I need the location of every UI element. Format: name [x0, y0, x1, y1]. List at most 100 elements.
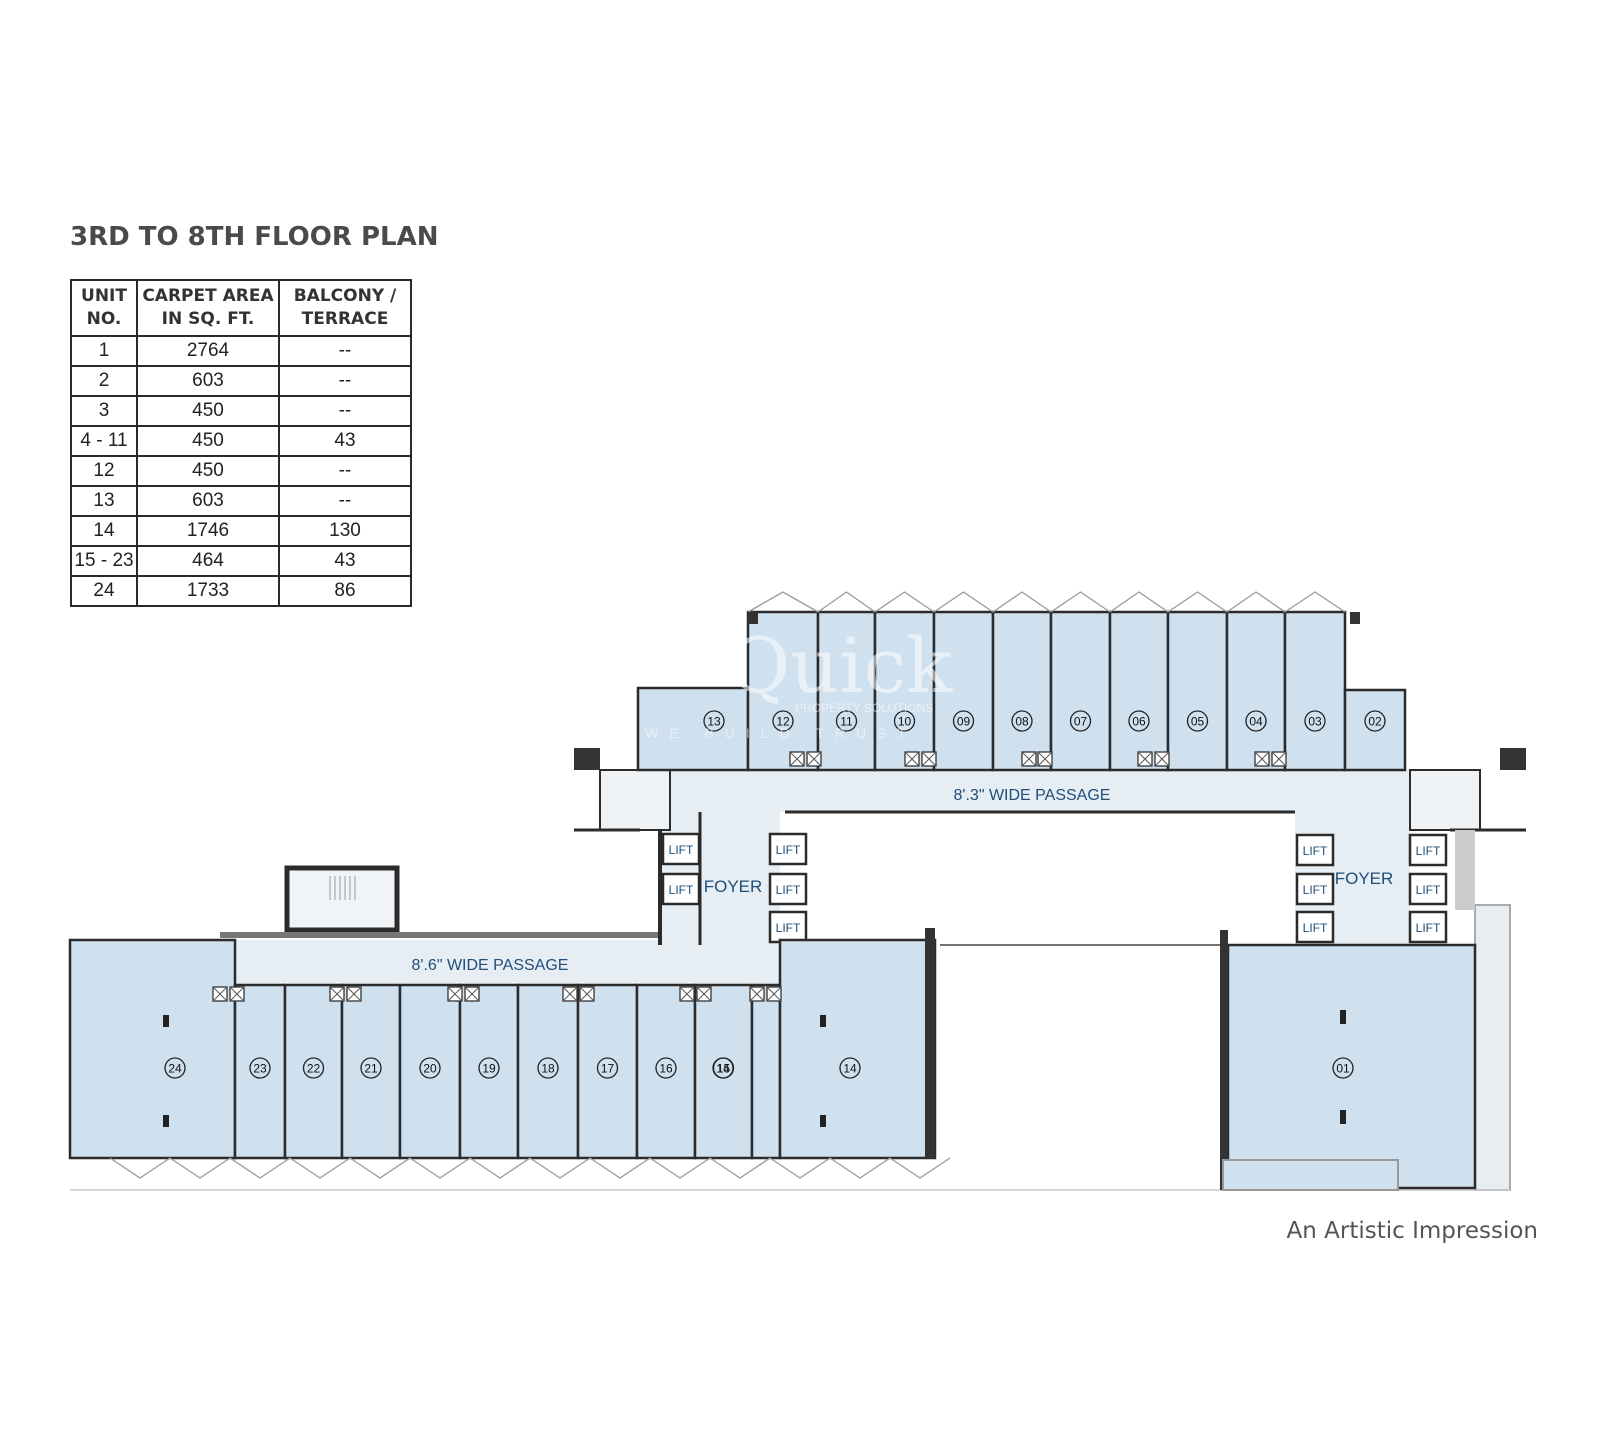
cell-balcony: -- [278, 395, 412, 427]
unit-08-room [991, 610, 1053, 772]
unit-number-circle [537, 1057, 559, 1079]
header-balcony-terrace: BALCONY /TERRACE [278, 279, 412, 337]
unit-number: 08 [1015, 715, 1029, 729]
facade-glazing [349, 1157, 411, 1179]
lift-label: LIFT [1303, 844, 1328, 858]
cell-unit-no: 4 - 11 [70, 425, 138, 457]
lift-label: LIFT [1303, 883, 1328, 897]
unit-number-circle [1128, 710, 1150, 732]
unit-14-room [750, 983, 782, 1160]
unit-number: 02 [1368, 715, 1382, 729]
unit-number-circle [302, 1057, 325, 1079]
unit-number-circle [249, 1057, 271, 1079]
unit-07-room [1049, 610, 1112, 772]
watermark-motto: WE BUILD TRUST [645, 725, 917, 741]
column [163, 1115, 169, 1127]
facade-glazing [933, 591, 994, 613]
cell-balcony: -- [278, 365, 412, 397]
facade-glazing [992, 591, 1052, 613]
lift-center-2 [768, 872, 808, 906]
cell-balcony: -- [278, 485, 412, 517]
facade-glazing [1050, 591, 1111, 613]
unit-01-room [1226, 943, 1477, 1190]
facade-glazing [1167, 591, 1228, 613]
cell-balcony: 43 [278, 425, 412, 457]
unit-number-circle [1186, 710, 1209, 732]
facade-glazing [747, 591, 819, 613]
door-cross [1154, 751, 1170, 767]
door-cross [229, 986, 245, 1002]
unit-22-room [283, 983, 344, 1160]
facade-glazing [229, 1157, 291, 1179]
unit-number: 17 [601, 1062, 615, 1076]
unit-number-circle [596, 1057, 619, 1079]
unit-number: 12 [776, 715, 790, 729]
cell-carpet-area: 603 [136, 365, 280, 397]
unit-number-circle [772, 710, 794, 732]
lift-label: LIFT [1416, 844, 1441, 858]
facade-glazing [469, 1157, 531, 1179]
lift-label: LIFT [1416, 921, 1441, 935]
unit-number: 13 [707, 715, 721, 729]
unit-number: 05 [1191, 715, 1205, 729]
right-core-screen [1455, 830, 1475, 910]
door-cross [1137, 751, 1153, 767]
lift-center-1 [768, 832, 808, 866]
facade-glazing [169, 1157, 231, 1179]
door-cross [346, 986, 362, 1002]
unit-number: 23 [253, 1062, 267, 1076]
door-cross [447, 986, 463, 1002]
unit-12-room [746, 610, 820, 772]
cell-balcony: 86 [278, 575, 412, 607]
unit-23-room [233, 983, 287, 1160]
lift-label: LIFT [776, 921, 801, 935]
door-cross [1271, 751, 1287, 767]
unit-number-circle [419, 1057, 441, 1079]
facade-glazing [829, 1157, 891, 1179]
unit-number-circle [655, 1057, 677, 1079]
door-cross [904, 751, 920, 767]
unit-number-circle [952, 710, 975, 732]
unit-number-circle [835, 710, 858, 732]
lift-label: LIFT [776, 883, 801, 897]
unit-number-circle [1332, 1057, 1354, 1079]
cell-unit-no: 14 [70, 515, 138, 547]
unit-02-room [1343, 688, 1407, 772]
unit-01-wall [1220, 930, 1228, 1190]
unit-number: 15 [717, 1062, 731, 1076]
lift-label: LIFT [1416, 883, 1441, 897]
door-cross [1021, 751, 1037, 767]
cell-carpet-area: 1733 [136, 575, 280, 607]
column [820, 1015, 826, 1027]
facade-glazing [874, 591, 935, 613]
unit-number: 14 [843, 1062, 857, 1076]
unit-18-room [516, 983, 580, 1160]
facade-glazing [529, 1157, 591, 1179]
upper-passage [600, 770, 1430, 812]
column [1340, 1010, 1346, 1024]
cell-unit-no: 3 [70, 395, 138, 427]
units-layer [68, 591, 1477, 1191]
unit-number: 20 [423, 1062, 437, 1076]
unit-14-room [778, 938, 937, 1160]
unit-number-circle [1069, 710, 1092, 732]
unit-14-side-wall [925, 928, 935, 1158]
unit-number: 19 [482, 1062, 496, 1076]
unit-number: 10 [898, 715, 912, 729]
unit-number: 06 [1132, 715, 1146, 729]
door-cross [766, 986, 782, 1002]
cell-unit-no: 1 [70, 335, 138, 367]
cell-carpet-area: 450 [136, 395, 280, 427]
unit-number: 07 [1074, 715, 1088, 729]
unit-number: 24 [168, 1062, 182, 1076]
door-cross [464, 986, 480, 1002]
